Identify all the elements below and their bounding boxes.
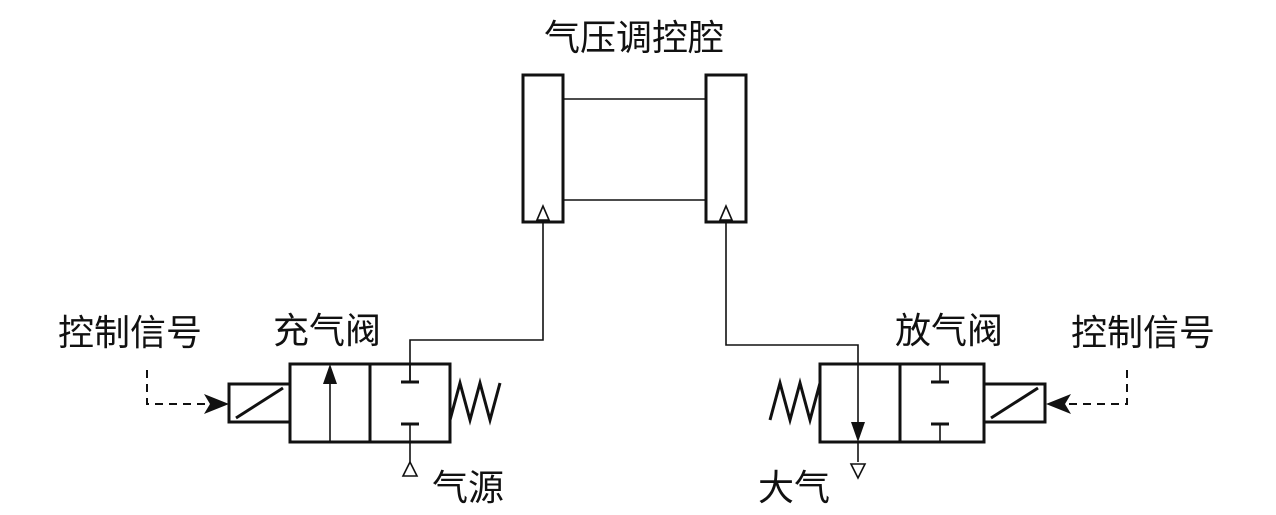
- chamber-right-wall: [704, 73, 748, 224]
- outlet-solenoid: [982, 382, 1047, 424]
- control-signal-right-label: 控制信号: [1071, 313, 1215, 354]
- control-signal-right-arrow-icon: [1046, 394, 1071, 414]
- outlet-pipe: [725, 220, 859, 365]
- control-signal-left-label: 控制信号: [58, 313, 202, 354]
- atmosphere-icon: [849, 463, 867, 480]
- chamber-label: 气压调控腔: [544, 18, 724, 59]
- inlet-valve-label: 充气阀: [273, 311, 381, 352]
- inlet-pipe: [409, 220, 544, 382]
- inlet-valve: [146, 362, 502, 477]
- inlet-flow-arrow-icon: [323, 364, 337, 384]
- pressure-chamber: [521, 73, 748, 224]
- outlet-valve-body: [818, 362, 986, 444]
- air-source-icon: [401, 460, 419, 477]
- outlet-valve: [768, 362, 1128, 480]
- chamber-right-port-icon: [718, 203, 734, 221]
- chamber-left-wall: [521, 73, 565, 224]
- control-signal-left-line: [146, 370, 210, 405]
- outlet-valve-label: 放气阀: [895, 311, 1003, 352]
- outlet-spring-icon: [768, 377, 822, 426]
- atmosphere-label: 大气: [758, 468, 830, 509]
- inlet-spring-icon: [448, 377, 502, 426]
- control-signal-left-arrow-icon: [204, 394, 229, 414]
- air-source-label: 气源: [432, 468, 504, 509]
- outlet-solenoid-coil-icon: [990, 386, 1039, 420]
- inlet-solenoid-coil-icon: [235, 386, 284, 420]
- outlet-flow-arrow-icon: [851, 422, 865, 442]
- control-signal-right-line: [1066, 370, 1128, 405]
- chamber-left-port-icon: [535, 203, 551, 221]
